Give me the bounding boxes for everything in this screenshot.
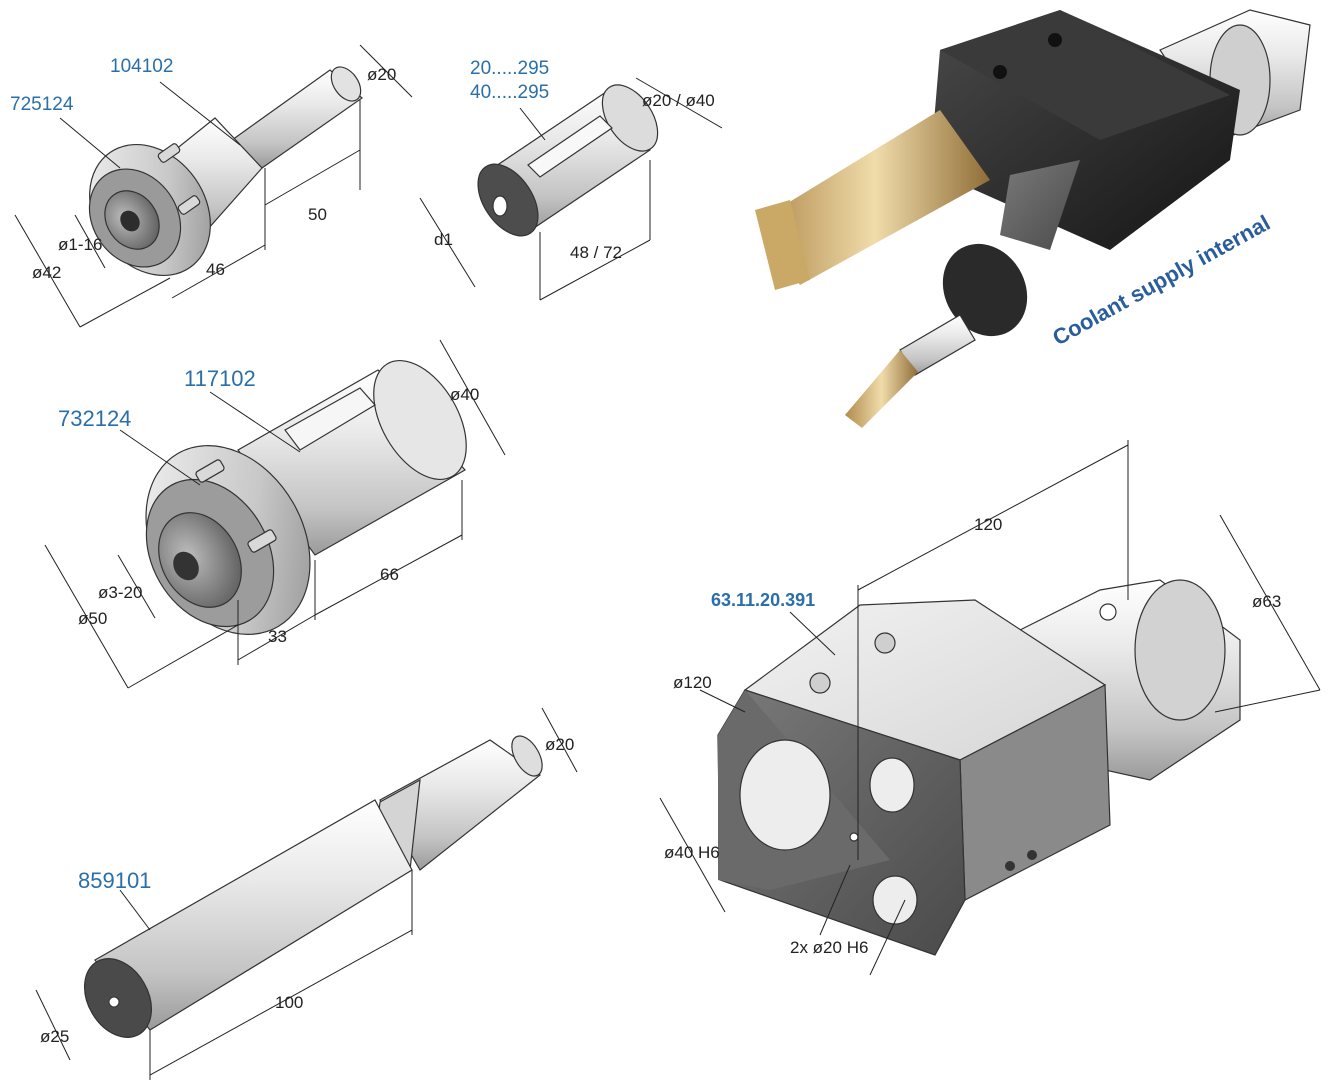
dim-large-bore-range: ø3-20 xyxy=(98,583,142,602)
part-number-859101: 859101 xyxy=(78,868,151,893)
dim-outer-diameter: ø42 xyxy=(32,263,61,282)
collet-holder-small: 725124 104102 ø20 50 46 ø1-16 ø42 xyxy=(10,44,413,328)
part-number-63-11-20-391: 63.11.20.391 xyxy=(711,590,815,610)
dim-large-body-length: 33 xyxy=(268,627,287,646)
dim-body-length: 46 xyxy=(206,260,225,279)
dim-large-outer-diameter: ø50 xyxy=(78,609,107,628)
dim-sleeve-length: 48 / 72 xyxy=(570,243,622,262)
dim-holder-length: 120 xyxy=(974,515,1002,534)
part-number-sleeve-20: 20.....295 xyxy=(470,58,549,79)
dim-shank-diameter: ø20 xyxy=(367,65,396,84)
dim-body-diameter: ø120 xyxy=(673,673,712,692)
part-number-732124: 732124 xyxy=(58,406,131,431)
part-number-sleeve-40: 40.....295 xyxy=(470,82,549,103)
reduction-sleeve: 20.....295 40.....295 ø20 / ø40 d1 48 / … xyxy=(419,58,723,301)
part-number-725124: 725124 xyxy=(10,94,74,115)
part-number-117102: 117102 xyxy=(184,366,256,391)
dim-extension-small-diameter: ø20 xyxy=(545,735,574,754)
dim-sleeve-inner-diameter: d1 xyxy=(434,230,453,249)
dim-sleeve-outer-diameter: ø20 / ø40 xyxy=(642,91,715,110)
dim-bore-range: ø1-16 xyxy=(58,235,102,254)
dim-flange-diameter: ø63 xyxy=(1252,592,1281,611)
extension-shank: 859101 ø20 100 ø25 xyxy=(35,707,578,1080)
dim-extension-length: 100 xyxy=(275,993,303,1012)
multi-holder-block: 63.11.20.391 120 ø63 ø120 ø40 H6 2x ø20 … xyxy=(659,440,1321,976)
dim-main-bore: ø40 H6 xyxy=(664,843,720,862)
part-number-104102: 104102 xyxy=(110,56,173,77)
dim-large-shank-diameter: ø40 xyxy=(450,385,479,404)
collet-holder-large: 117102 732124 ø40 66 33 ø3-20 ø50 xyxy=(44,339,506,689)
dim-extension-large-diameter: ø25 xyxy=(40,1027,69,1046)
dim-side-bores: 2x ø20 H6 xyxy=(790,938,868,957)
tool-holder-photo: Coolant supply internal xyxy=(755,9,1311,428)
dim-large-shank-length: 66 xyxy=(380,565,399,584)
dim-shank-length: 50 xyxy=(308,205,327,224)
